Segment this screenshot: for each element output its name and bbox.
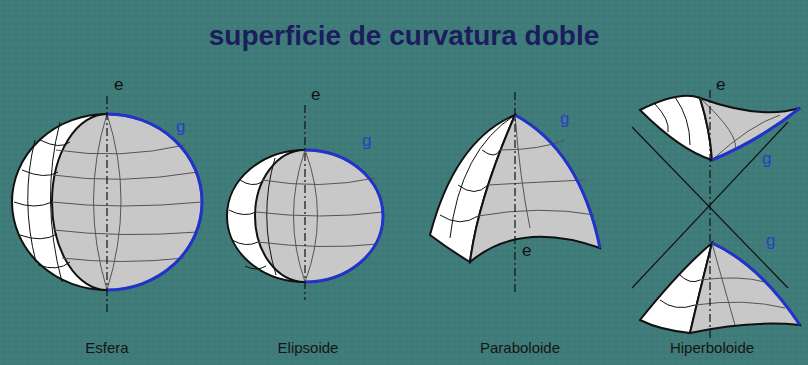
diagram-title: superficie de curvatura doble	[209, 22, 600, 50]
generatrix-label: g	[362, 132, 371, 149]
axis-label: e	[716, 76, 725, 93]
generatrix-label: g	[560, 110, 569, 127]
generatrix-label: g	[766, 232, 775, 249]
generatrix-label: g	[762, 150, 771, 167]
axis-label: e	[522, 242, 531, 259]
axis-label: e	[114, 76, 123, 93]
surface-name: Elipsoide	[278, 340, 339, 355]
generatrix-label: g	[176, 118, 185, 135]
surface-name: Hiperboloide	[670, 340, 754, 355]
surface-name: Esfera	[85, 340, 128, 355]
axis-label: e	[311, 86, 320, 103]
surface-name: Paraboloide	[480, 340, 560, 355]
